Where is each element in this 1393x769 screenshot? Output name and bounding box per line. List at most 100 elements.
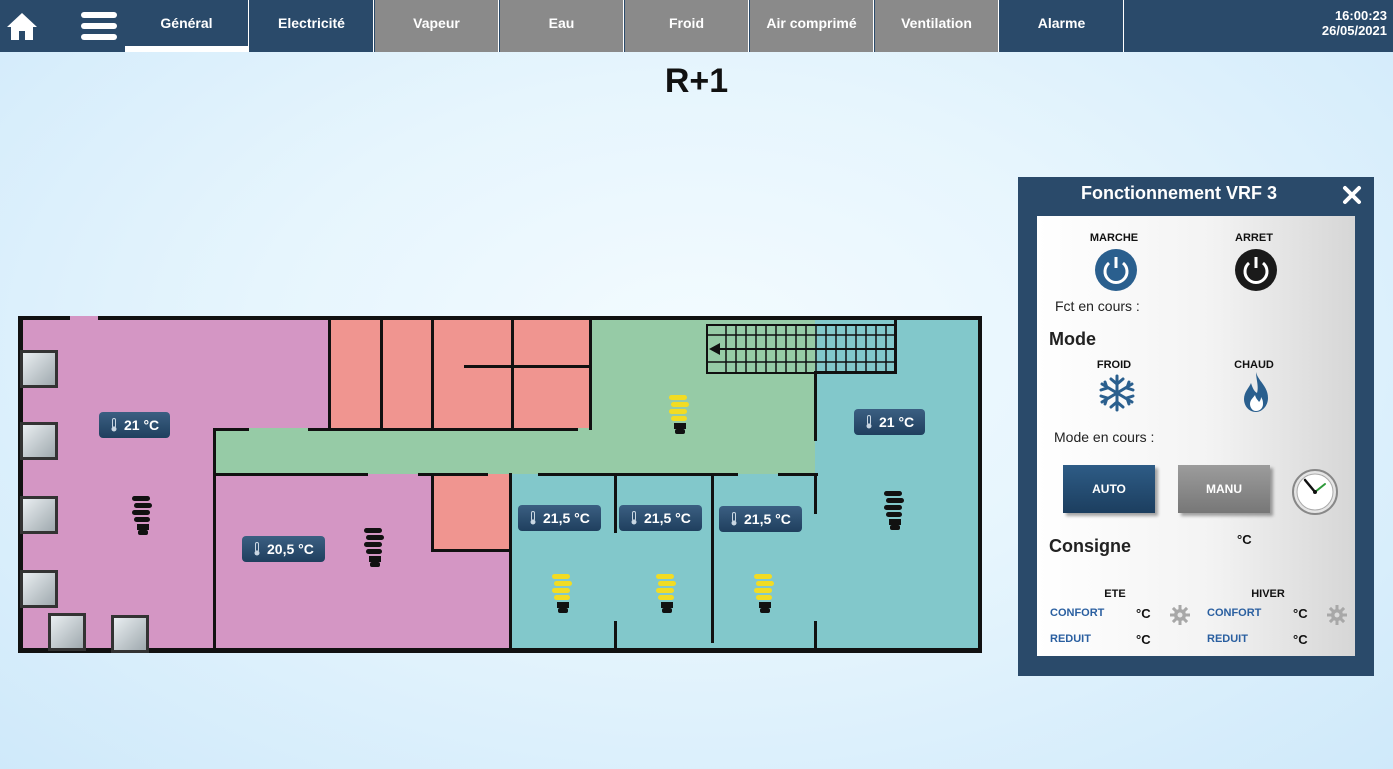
hiver-reduit-unit: °C — [1293, 632, 1308, 647]
bulb-on-icon[interactable] — [666, 395, 692, 439]
wall — [814, 474, 817, 514]
mode-heading: Mode — [1049, 329, 1096, 349]
wall — [509, 473, 512, 649]
menu-button[interactable] — [74, 0, 124, 52]
room-corridor-green[interactable] — [213, 428, 820, 474]
power-on-button[interactable] — [1094, 248, 1138, 292]
flame-icon[interactable] — [1241, 371, 1271, 413]
room-green-top[interactable] — [590, 319, 820, 431]
window — [20, 570, 58, 608]
clock-time: 16:00:23 — [1334, 8, 1387, 23]
snowflake-icon[interactable] — [1097, 373, 1137, 413]
wall — [308, 428, 578, 431]
gear-icon[interactable] — [1327, 605, 1347, 625]
fct-en-cours-label: Fct en cours : — [1055, 298, 1140, 314]
window — [48, 613, 86, 651]
room-salmon-small[interactable] — [432, 474, 510, 550]
clock-date: 26/05/2021 — [1321, 23, 1387, 38]
wall — [614, 473, 617, 533]
window — [20, 350, 58, 388]
hamburger-menu-icon — [81, 12, 117, 40]
tab-general[interactable]: Général — [125, 0, 249, 52]
thermometer-icon — [111, 418, 117, 432]
thermometer-icon — [731, 512, 737, 526]
top-nav-bar: Général Electricité Vapeur Eau Froid Air… — [0, 0, 1393, 52]
tab-ventilation[interactable]: Ventilation — [875, 0, 999, 52]
panel-body: MARCHE ARRET Fct en cours : Mode FROID C… — [1037, 216, 1355, 656]
consigne-unit: °C — [1237, 532, 1252, 547]
bulb-on-icon[interactable] — [751, 574, 777, 618]
tab-eau[interactable]: Eau — [500, 0, 624, 52]
wall — [711, 473, 714, 643]
temp-value: 20,5 °C — [267, 541, 314, 557]
clock: 16:00:23 26/05/2021 — [1322, 8, 1387, 38]
wall — [380, 316, 383, 430]
floor-plan: 21 °C 20,5 °C 21,5 °C 21,5 °C 21,5 °C 21… — [18, 316, 982, 654]
mode-en-cours-label: Mode en cours : — [1054, 429, 1155, 445]
temp-badge[interactable]: 20,5 °C — [242, 536, 325, 562]
room-salmon-block[interactable] — [330, 319, 590, 429]
temp-value: 21 °C — [124, 417, 160, 433]
wall — [431, 316, 434, 430]
vrf-control-panel: Fonctionnement VRF 3 MARCHE ARRET Fct en… — [1018, 177, 1374, 676]
bulb-off-icon[interactable] — [361, 528, 387, 572]
wall — [213, 473, 216, 649]
home-button[interactable] — [0, 0, 44, 52]
room-teal-right[interactable] — [815, 319, 978, 649]
ete-confort-label: CONFORT — [1050, 607, 1105, 619]
bulb-off-icon[interactable] — [881, 491, 907, 535]
thermometer-icon — [530, 511, 536, 525]
bulb-on-icon[interactable] — [653, 574, 679, 618]
temp-badge[interactable]: 21,5 °C — [619, 505, 702, 531]
temp-value: 21,5 °C — [543, 510, 590, 526]
arret-label: ARRET — [1235, 232, 1273, 244]
bulb-on-icon[interactable] — [549, 574, 575, 618]
thermometer-icon — [866, 415, 872, 429]
bulb-off-icon[interactable] — [129, 496, 155, 540]
ete-confort-unit: °C — [1136, 606, 1151, 621]
close-icon[interactable] — [1342, 185, 1362, 205]
wall — [978, 316, 982, 653]
manu-button[interactable]: MANU — [1178, 465, 1270, 513]
window — [20, 422, 58, 460]
wall — [418, 473, 488, 476]
tab-alarme[interactable]: Alarme — [1000, 0, 1124, 52]
hiver-reduit-label: REDUIT — [1207, 633, 1248, 645]
wall — [511, 316, 514, 430]
home-icon — [7, 13, 37, 40]
thermometer-icon — [254, 542, 260, 556]
consigne-heading: Consigne — [1049, 536, 1132, 556]
froid-label: FROID — [1096, 359, 1132, 371]
page-title: R+1 — [664, 62, 729, 100]
tab-air-comprime[interactable]: Air comprimé — [750, 0, 874, 52]
wall — [589, 316, 592, 430]
panel-title: Fonctionnement VRF 3 — [1080, 183, 1277, 203]
temp-badge[interactable]: 21,5 °C — [719, 506, 802, 532]
power-off-button[interactable] — [1234, 248, 1278, 292]
wall — [431, 473, 434, 551]
room-teal-1[interactable] — [511, 474, 615, 649]
temp-badge[interactable]: 21 °C — [99, 412, 171, 438]
tab-froid[interactable]: Froid — [625, 0, 749, 52]
wall — [328, 316, 331, 430]
tab-electricite[interactable]: Electricité — [250, 0, 374, 52]
wall — [213, 473, 368, 476]
ete-label: ETE — [1104, 588, 1126, 600]
marche-label: MARCHE — [1089, 232, 1139, 244]
temp-badge[interactable]: 21,5 °C — [518, 505, 601, 531]
wall — [814, 621, 817, 649]
auto-button[interactable]: AUTO — [1063, 465, 1155, 513]
temp-value: 21,5 °C — [744, 511, 791, 527]
tab-vapeur[interactable]: Vapeur — [375, 0, 499, 52]
room-teal-3[interactable] — [712, 474, 815, 649]
temp-badge[interactable]: 21 °C — [854, 409, 926, 435]
clock-schedule-icon[interactable] — [1291, 468, 1339, 516]
hiver-label: HIVER — [1251, 588, 1285, 600]
hiver-confort-label: CONFORT — [1207, 607, 1262, 619]
wall — [18, 648, 982, 653]
gear-icon[interactable] — [1170, 605, 1190, 625]
thermometer-icon — [631, 511, 637, 525]
wall — [538, 473, 738, 476]
room-teal-2[interactable] — [615, 474, 712, 649]
hiver-confort-unit: °C — [1293, 606, 1308, 621]
